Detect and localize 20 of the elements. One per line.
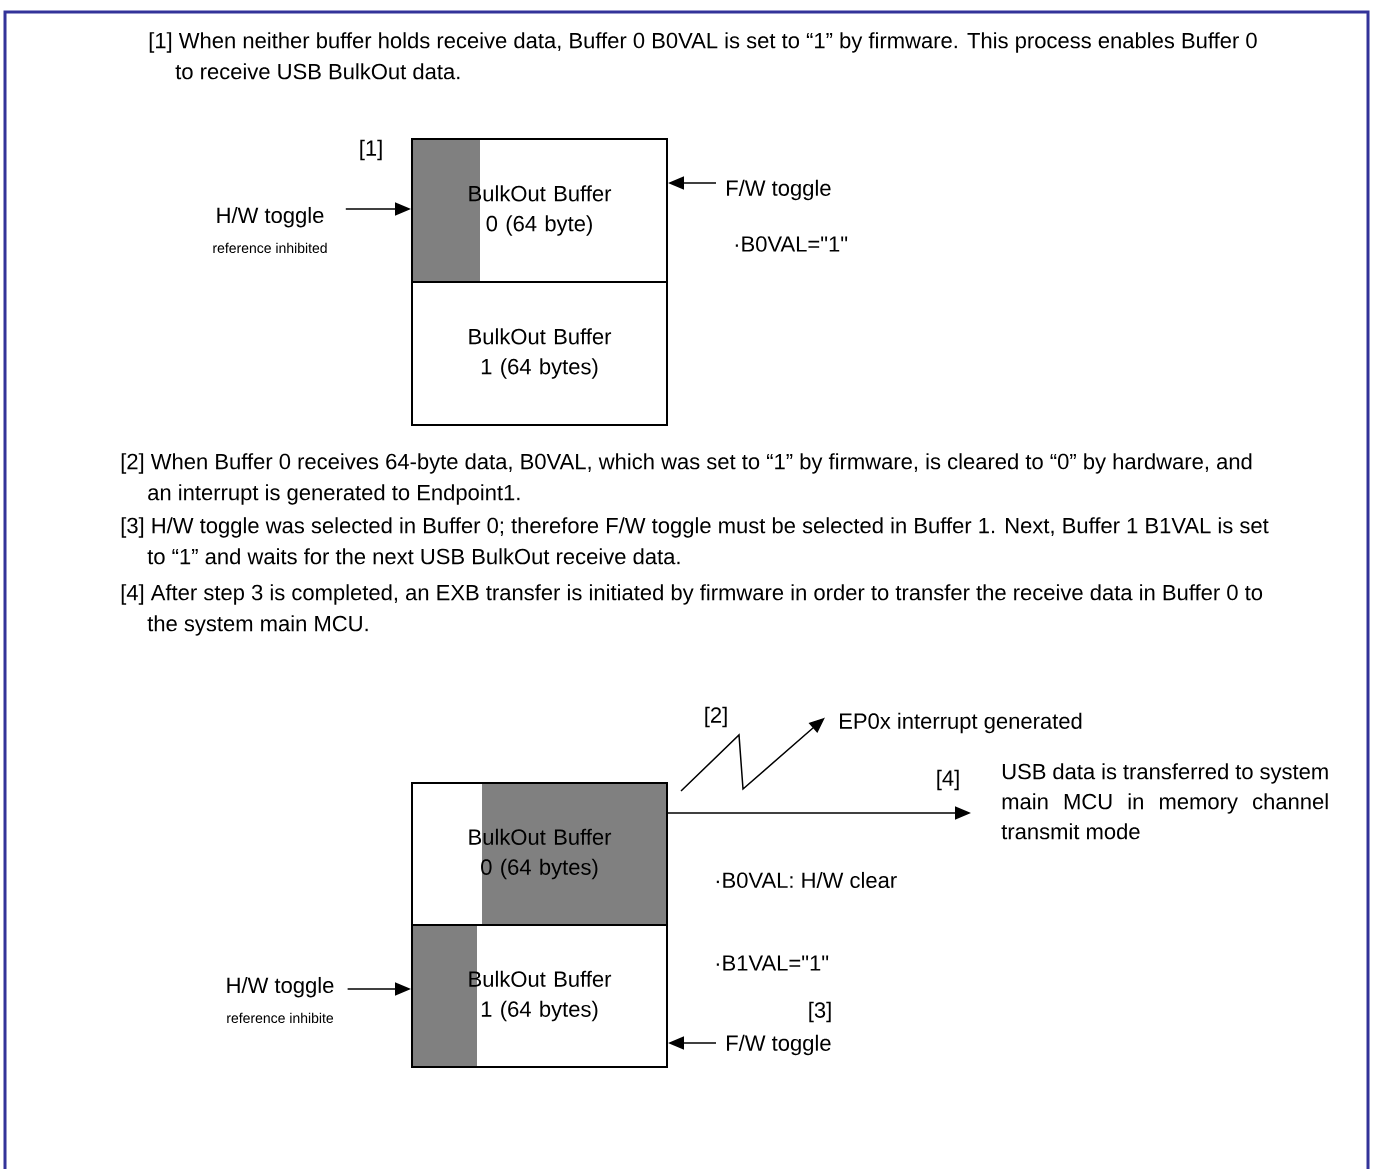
note-text: F/W toggle	[727, 1034, 831, 1056]
status-note: ·B1VAL="1"	[716, 955, 829, 971]
status-note: ·B0VAL: H/W clear	[716, 871, 897, 889]
note-text: USB data is transferred to system main MCU in memory channel transmit mode	[1001, 763, 1328, 840]
note-text: H/W toggle reference inhibite	[227, 976, 334, 1024]
step-number: [1]	[360, 139, 382, 161]
step-description: [4] After step 3 is completed, an EXB transfer is initiated by firmware in order to transfer the receive data in Buffer 0 to the system main MCU.	[121, 584, 1263, 636]
step-description: [1] When neither buffer holds receive data, Buffer 0 B0VAL is set to “1” by firmware. This process enables Buffer 0 to receive USB BulkOut data.	[149, 32, 1257, 80]
step-description: [2] When Buffer 0 receives 64-byte data, B0VAL, which was set to “1” by firmware, is cleared to “0” by hardware, and an interrupt is generated to Endpoint1.	[121, 453, 1252, 505]
note-text: EP0x interrupt generated	[840, 712, 1082, 734]
buffer-box: BulkOut Buffer 1 (64 bytes)	[411, 281, 668, 426]
note-text: H/W toggle reference inhibited	[213, 206, 327, 254]
note-text: F/W toggle	[727, 179, 831, 201]
step-number: [4]	[937, 769, 959, 791]
step-number: [2]	[705, 706, 727, 728]
buffer-box: BulkOut Buffer 0 (64 byte)	[411, 138, 668, 283]
step-description: [3] H/W toggle was selected in Buffer 0; therefore F/W toggle must be selected in Buffer 1. Next, Buffer 1 B1VAL is set to “1” and waits for the next USB BulkOut receive data.	[121, 517, 1269, 565]
status-note: ·B0VAL="1"	[735, 236, 848, 252]
buffer-box: BulkOut Buffer 1 (64 bytes)	[411, 924, 668, 1068]
step-number: [3]	[809, 1001, 831, 1023]
